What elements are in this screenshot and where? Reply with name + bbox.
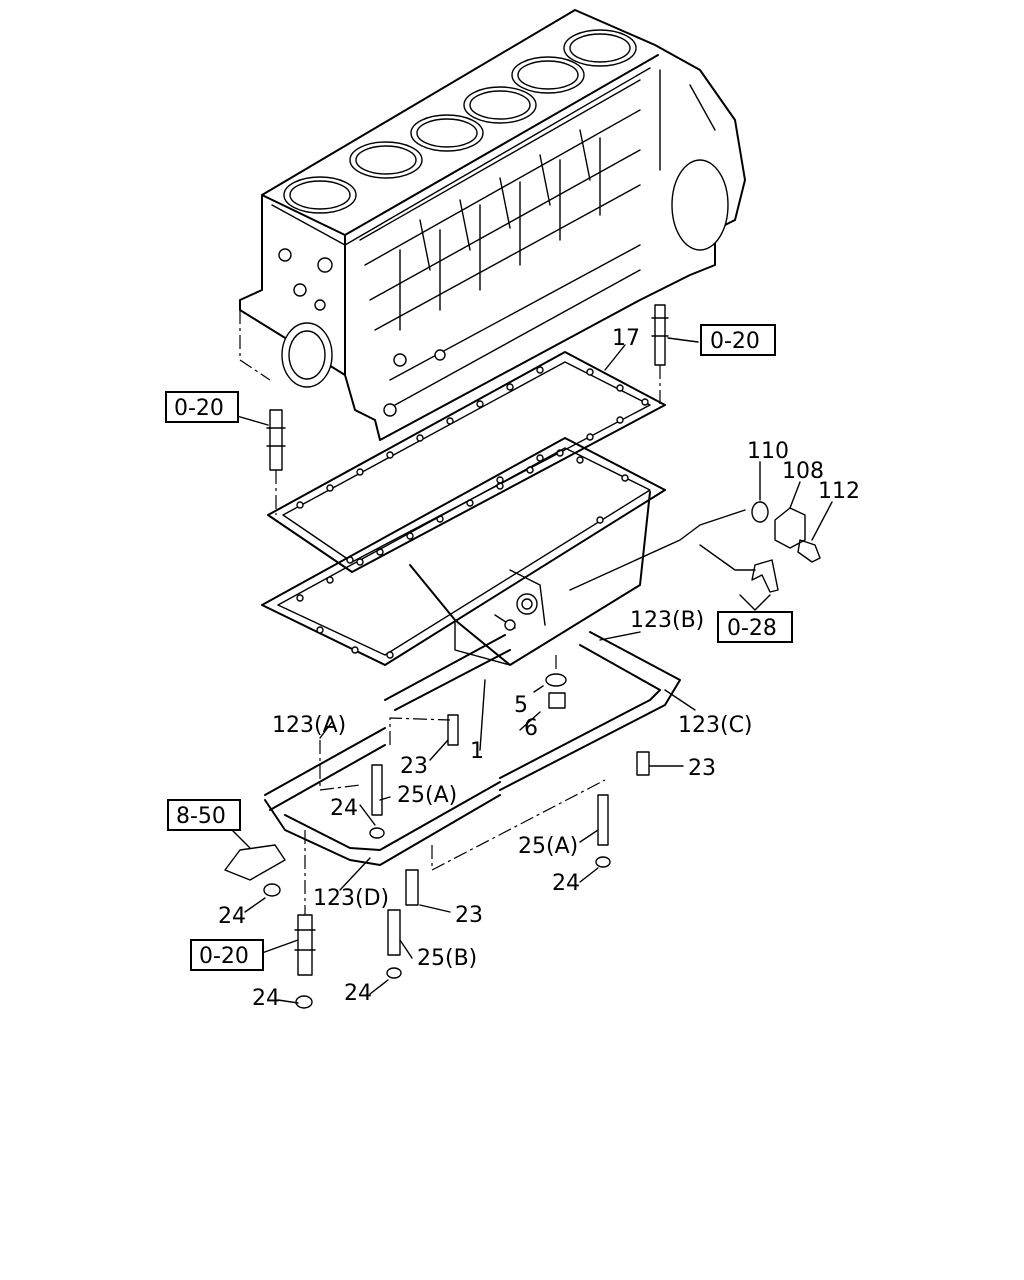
label-24-e: 24 — [252, 986, 280, 1011]
oil-pan-1 — [261, 437, 666, 709]
svg-text:0-20: 0-20 — [710, 329, 760, 354]
label-5: 5 — [514, 693, 528, 718]
pipe-0-28 — [751, 559, 779, 593]
bracket-8-50 — [224, 844, 286, 881]
label-24-c: 24 — [218, 904, 246, 929]
label-108: 108 — [782, 459, 824, 484]
drain-plug-6 — [548, 692, 566, 709]
label-6: 6 — [524, 716, 538, 741]
label-1: 1 — [470, 739, 484, 764]
ref-box-0-20-top-right[interactable]: 0-20 — [700, 324, 776, 356]
cylinder-bores — [283, 29, 637, 214]
stud-right-top — [651, 304, 669, 405]
label-123b: 123(B) — [630, 608, 704, 633]
ref-box-0-20-left[interactable]: 0-20 — [165, 391, 239, 423]
cylinder-block — [239, 9, 746, 441]
svg-text:0-20: 0-20 — [174, 396, 224, 421]
cover-108 — [774, 507, 806, 549]
ref-box-0-28[interactable]: 0-28 — [717, 611, 793, 643]
gasket-17 — [267, 351, 666, 573]
label-23-c: 23 — [455, 903, 483, 928]
o-ring-110 — [751, 501, 769, 523]
label-123c: 123(C) — [678, 713, 753, 738]
label-24-a: 24 — [330, 796, 358, 821]
svg-text:0-28: 0-28 — [727, 616, 777, 641]
stud-left-top — [266, 409, 286, 515]
label-17: 17 — [612, 326, 640, 351]
label-25a-1: 25(A) — [397, 783, 457, 808]
lower-fasteners — [224, 714, 650, 1009]
label-25b: 25(B) — [417, 946, 477, 971]
bolt-112 — [797, 539, 821, 563]
label-25a-2: 25(A) — [518, 834, 578, 859]
label-110: 110 — [747, 439, 789, 464]
label-123d: 123(D) — [313, 886, 389, 911]
leader-lines — [227, 337, 833, 1004]
gasket-123 — [264, 631, 681, 915]
o-ring-5 — [545, 673, 567, 687]
ref-box-8-50[interactable]: 8-50 — [167, 799, 241, 831]
label-112: 112 — [818, 479, 860, 504]
callout-labels: 17 110 108 112 123(B) 123(A) 123(C) 123(… — [218, 326, 860, 1011]
ref-box-0-20-bottom[interactable]: 0-20 — [190, 939, 264, 971]
reference-boxes: 0-20 0-20 0-28 8-50 0-20 — [165, 324, 793, 971]
label-23-a: 23 — [400, 754, 428, 779]
label-24-d: 24 — [344, 981, 372, 1006]
label-123a: 123(A) — [272, 713, 346, 738]
label-23-b: 23 — [688, 756, 716, 781]
label-24-b: 24 — [552, 871, 580, 896]
svg-text:0-20: 0-20 — [199, 944, 249, 969]
svg-text:8-50: 8-50 — [176, 804, 226, 829]
